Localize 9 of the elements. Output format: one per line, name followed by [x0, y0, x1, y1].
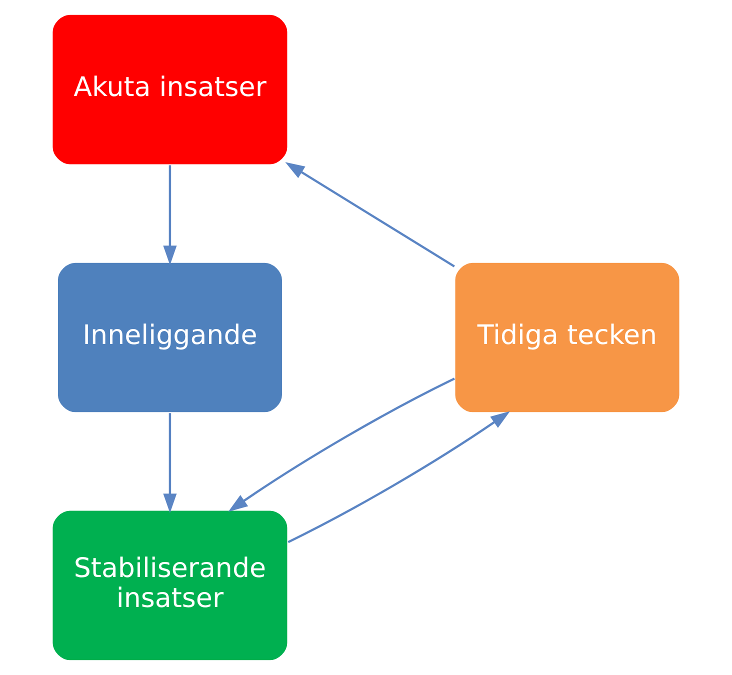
arrow	[163, 413, 177, 514]
node-box: Akuta insatser	[51, 13, 289, 166]
arrow	[285, 162, 455, 268]
arrow	[288, 411, 510, 544]
node-box: Stabiliserande insatser	[51, 509, 289, 662]
arrow	[163, 165, 177, 266]
arrow	[228, 378, 455, 512]
node-box: Tidiga tecken	[454, 261, 681, 414]
node-box: Inneliggande	[56, 261, 284, 414]
